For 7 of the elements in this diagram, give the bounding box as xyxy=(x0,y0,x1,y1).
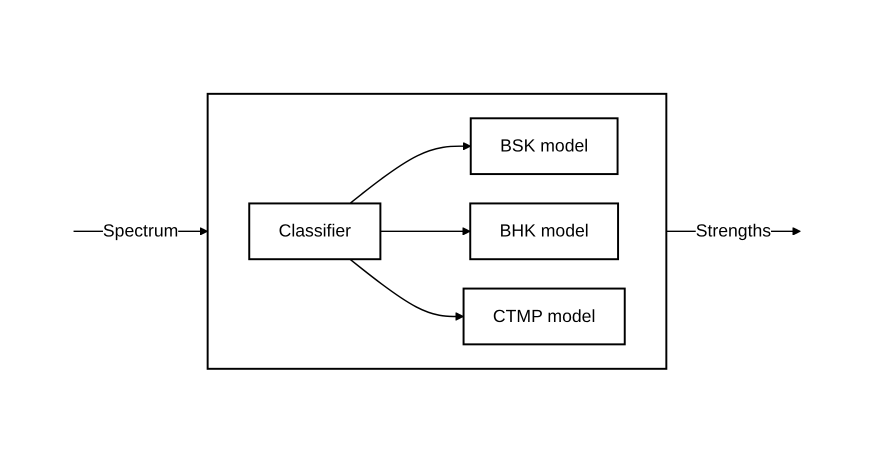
process-box: CTMP model xyxy=(462,288,626,346)
arrow xyxy=(348,142,471,204)
process-box: BSK model xyxy=(469,117,618,176)
arrow xyxy=(380,227,470,236)
process-box: Classifier xyxy=(248,202,381,260)
arrow xyxy=(348,258,464,321)
process-box: BHK model xyxy=(468,202,619,260)
